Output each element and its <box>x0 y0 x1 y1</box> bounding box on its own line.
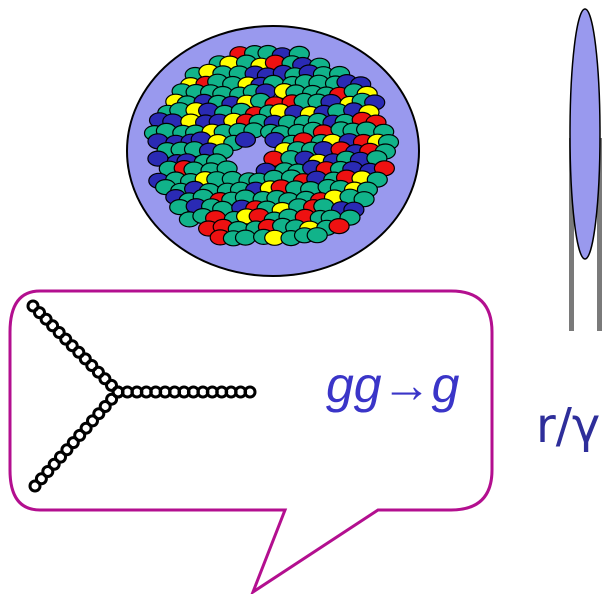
gluon-leg-lower-loop <box>54 450 67 464</box>
pancake-bar-left <box>569 138 574 331</box>
pancake-disk <box>569 8 601 260</box>
gluon-leg-upper-loop <box>26 299 40 313</box>
gluon-leg-upper-loop <box>105 378 118 392</box>
gluon-vertex-icon <box>26 299 257 493</box>
gluon-leg-lower-loop <box>66 436 80 450</box>
gluon-leg-upper-loop <box>59 332 73 346</box>
nucleon <box>328 218 350 235</box>
gluon-leg-lower-loop <box>60 443 74 457</box>
gluon-leg-lower-loop <box>41 465 55 478</box>
pancake-bar-right <box>597 138 602 331</box>
gluon-leg-lower-loop <box>86 414 99 428</box>
contraction-label: r/γ <box>536 398 601 454</box>
gluon-leg-lower-loop <box>92 407 106 421</box>
gluon-leg-lower-loop <box>98 400 112 413</box>
gluon-leg-upper-loop <box>78 352 92 366</box>
gluon-leg-lower-loop <box>73 428 87 442</box>
gluon-leg-outgoing-loop <box>111 385 125 399</box>
nucleon <box>234 229 257 246</box>
gluon-leg-upper-loop <box>52 326 66 339</box>
nucleon <box>306 227 328 244</box>
nucleon <box>234 131 256 148</box>
gluon-leg-lower-loop <box>79 421 93 435</box>
nucleus-icon <box>126 25 420 277</box>
gluon-leg-lower-loop <box>34 472 48 486</box>
lorentz-contracted-nucleus-icon <box>569 8 602 331</box>
gluon-leg-upper-loop <box>91 365 105 379</box>
gluon-leg-lower-loop <box>28 479 42 493</box>
callout-bubble <box>8 289 494 594</box>
gluon-leg-upper-loop <box>39 312 53 326</box>
gluon-leg-upper-loop <box>46 319 60 333</box>
gluon-leg-lower-loop <box>105 392 119 406</box>
gluon-leg-upper-loop <box>65 339 79 353</box>
nucleon-cluster <box>143 44 400 247</box>
gluon-leg-upper-loop <box>72 345 86 359</box>
gluon-leg-upper-loop <box>85 359 99 372</box>
gluon-leg-upper-loop <box>33 306 46 320</box>
process-label: gg→g <box>326 357 460 413</box>
gluon-leg-upper-loop <box>98 372 112 386</box>
gluon-leg-lower-loop <box>47 457 61 471</box>
